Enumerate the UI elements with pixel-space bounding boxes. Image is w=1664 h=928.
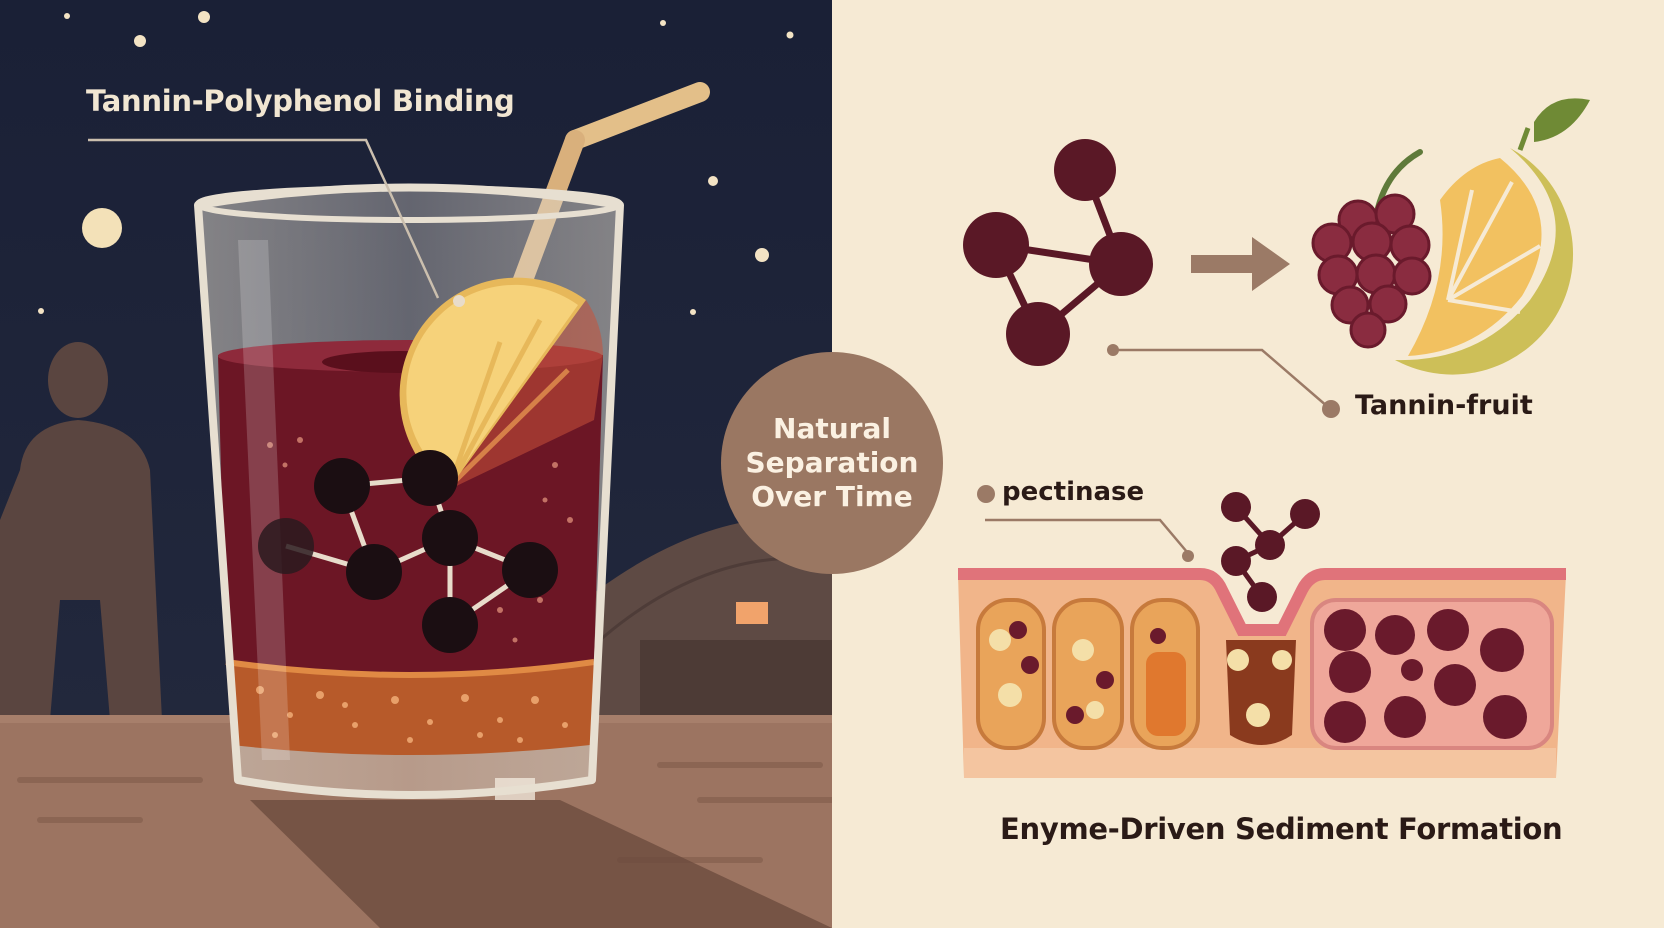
- pectinase-leader-line: [977, 485, 1194, 562]
- center-line-3: Over Time: [751, 480, 913, 513]
- molecule-icon: [258, 450, 558, 653]
- table-surface: [0, 715, 835, 928]
- grape-cluster-icon: [1311, 149, 1432, 349]
- lemon-half-icon: [1395, 98, 1590, 375]
- center-badge: [721, 352, 943, 574]
- building-silhouette: [560, 517, 833, 720]
- process-panel: [832, 0, 1664, 928]
- label-sediment-formation: Enyme-Driven Sediment Formation: [1000, 812, 1563, 846]
- night-scene-panel: [0, 0, 835, 928]
- label-tannin-fruit: Tannin-fruit: [1355, 390, 1533, 421]
- arrow-right-icon: [1191, 237, 1290, 291]
- lemon-slice-icon: [399, 277, 603, 490]
- stars: [38, 11, 794, 315]
- moon-icon: [82, 208, 122, 248]
- person-silhouette-icon: [0, 342, 162, 720]
- tannin-molecule-icon: [963, 139, 1153, 366]
- small-molecule-icon: [1221, 492, 1320, 612]
- label-tannin-polyphenol-binding: Tannin-Polyphenol Binding: [86, 84, 515, 118]
- drinking-glass-icon: [194, 82, 710, 800]
- label-natural-separation: Natural Separation Over Time: [721, 352, 943, 574]
- label-pectinase: pectinase: [1002, 477, 1145, 507]
- sediment-particles: [256, 686, 568, 743]
- binding-leader-line: [88, 138, 465, 307]
- bubbles: [267, 437, 573, 643]
- center-line-1: Natural: [773, 412, 891, 445]
- center-line-2: Separation: [745, 446, 919, 479]
- fruit-leader-line: [1107, 344, 1340, 418]
- tissue-cross-section-icon: [958, 568, 1566, 778]
